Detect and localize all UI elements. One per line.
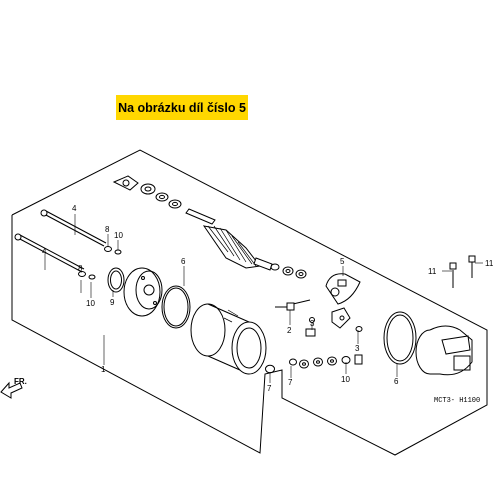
armature	[185, 208, 273, 271]
callout-4: 4	[42, 247, 47, 256]
terminal-nut	[305, 317, 363, 337]
direction-label: FR.	[14, 377, 27, 386]
callout-10: 10	[341, 375, 350, 384]
arrow-icon	[0, 381, 23, 399]
small-washers	[78, 246, 122, 280]
callout-labels: 1 2 3 3 4 4 5 6 6 7 7 8 8 9 10 10 10 11 …	[14, 204, 494, 405]
o-ring-right	[383, 311, 417, 365]
rear-cover	[415, 325, 473, 376]
brush-wire	[275, 299, 311, 311]
part-number-banner: Na obrázku díl číslo 5	[116, 95, 248, 120]
figure-code: MCT3- H1100	[434, 397, 480, 405]
brush-holder	[325, 273, 361, 329]
front-cover	[123, 267, 163, 317]
callout-4: 4	[72, 204, 77, 213]
callout-7: 7	[288, 378, 293, 387]
callout-9: 9	[110, 298, 115, 307]
callout-10: 10	[114, 231, 123, 240]
callout-2: 2	[287, 326, 292, 335]
armature-washer-set	[112, 175, 182, 209]
callout-1: 1	[101, 365, 106, 374]
callout-11: 11	[485, 259, 494, 268]
callout-6: 6	[181, 257, 186, 266]
callout-5: 5	[340, 257, 345, 266]
assembly-frame	[11, 149, 488, 456]
callout-3: 3	[310, 319, 315, 328]
shaft-washer-set	[270, 263, 307, 279]
seal-ring-9	[107, 267, 125, 293]
callout-7: 7	[267, 384, 272, 393]
callout-3: 3	[355, 344, 360, 353]
cover-bolts	[449, 255, 476, 288]
yoke	[190, 303, 267, 375]
callout-8: 8	[105, 225, 110, 234]
o-ring-left	[161, 285, 191, 329]
leader-lines	[44, 214, 483, 383]
callout-8: 8	[78, 264, 83, 273]
through-bolts	[14, 209, 107, 273]
callout-6: 6	[394, 377, 399, 386]
callout-10: 10	[86, 299, 95, 308]
callout-11: 11	[428, 267, 437, 276]
